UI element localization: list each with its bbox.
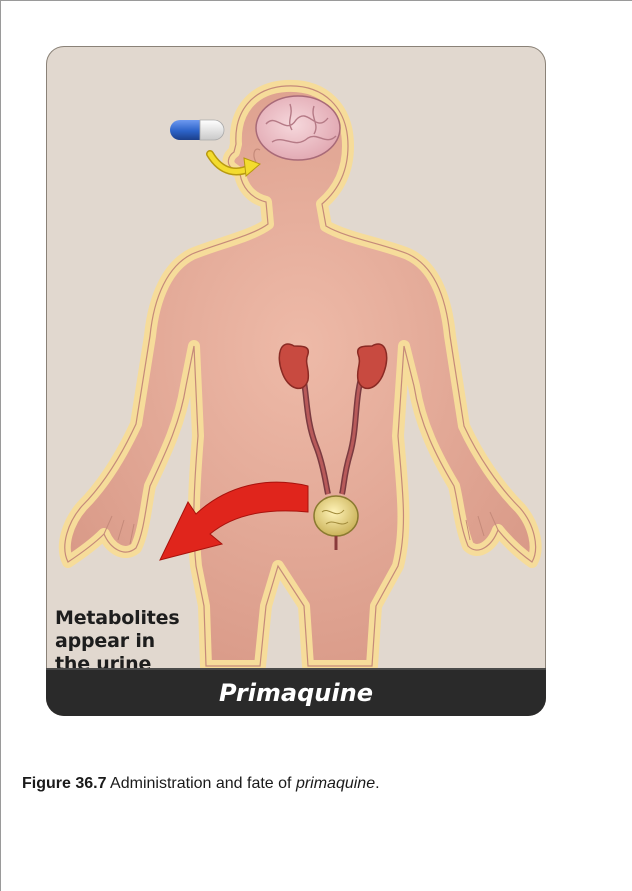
label-line-1: Metabolites — [55, 607, 245, 630]
label-line-2: appear in — [55, 630, 245, 653]
figure-number: Figure 36.7 — [22, 775, 106, 792]
figure-caption: Figure 36.7 Administration and fate of p… — [22, 774, 622, 794]
caption-text: Administration and fate of — [106, 775, 295, 792]
capsule-icon — [170, 120, 224, 140]
caption-drug: primaquine — [296, 775, 375, 792]
drug-name: Primaquine — [219, 679, 373, 707]
caption-end: . — [375, 775, 379, 792]
primaquine-figure: Metabolites appear in the urine Primaqui… — [46, 46, 546, 716]
brain-icon — [256, 96, 340, 160]
drug-name-bar: Primaquine — [46, 668, 546, 716]
metabolites-label: Metabolites appear in the urine — [55, 607, 245, 676]
